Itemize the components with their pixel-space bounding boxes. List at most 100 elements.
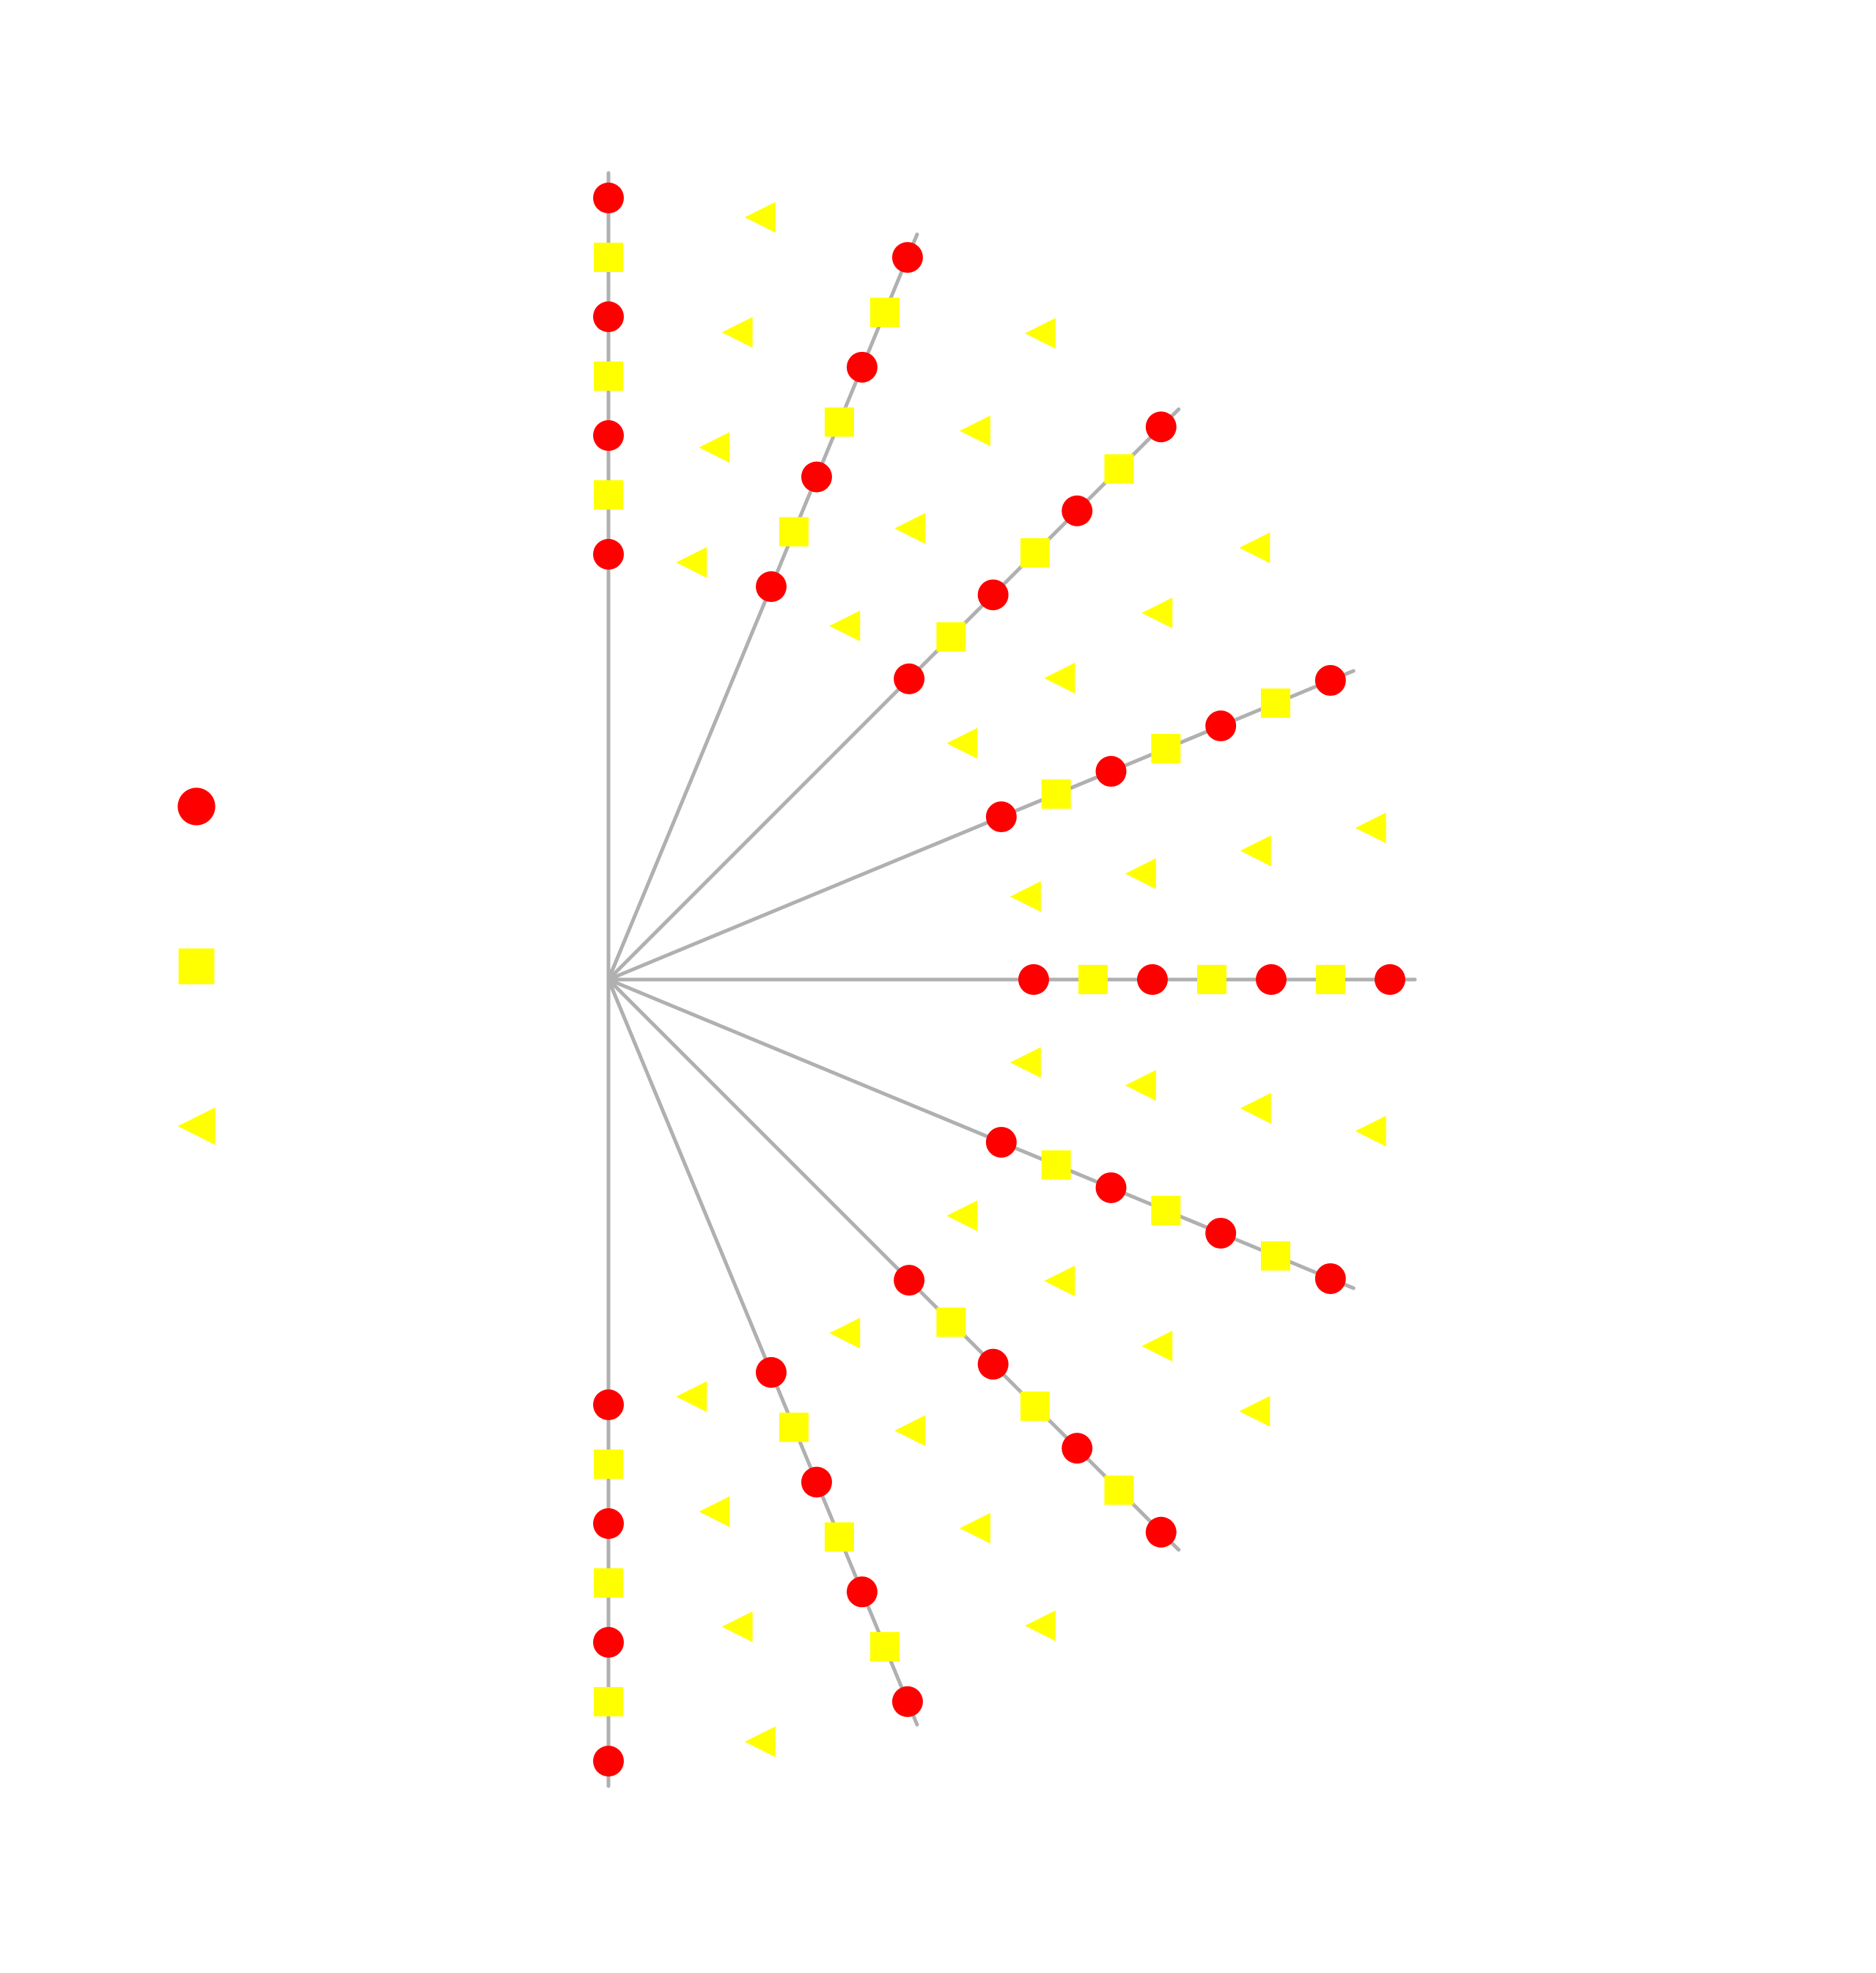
square-marker-ray-6-5 [1104, 1475, 1134, 1505]
circle-marker-ray-4-6 [1375, 964, 1405, 995]
square-marker-ray-0-1 [594, 480, 623, 510]
triangle-marker-gap-0-0 [676, 547, 707, 578]
triangle-marker-gap-6-3 [1024, 1610, 1056, 1642]
circle-marker-ray-2-4 [1062, 495, 1093, 526]
circle-marker-ray-2-2 [977, 579, 1009, 611]
square-marker-ray-1-5 [869, 297, 900, 327]
circle-marker-ray-7-4 [846, 1576, 878, 1608]
square-marker-ray-6-1 [936, 1307, 966, 1337]
circle-marker-ray-7-0 [755, 1356, 787, 1388]
triangle-marker-gap-1-0 [829, 610, 861, 642]
circle-marker-ray-3-6 [1314, 665, 1346, 697]
circle-marker-ray-0-2 [593, 420, 624, 451]
circle-marker-ray-8-4 [593, 1627, 624, 1658]
square-marker-ray-0-5 [594, 243, 623, 272]
circle-marker-ray-6-6 [1145, 1516, 1177, 1548]
circle-marker-ray-6-4 [1062, 1433, 1093, 1464]
square-marker-ray-2-3 [1020, 538, 1050, 568]
square-marker-ray-1-3 [824, 407, 854, 437]
triangle-marker-gap-7-3 [744, 1726, 776, 1757]
circle-marker-ray-4-2 [1137, 964, 1168, 995]
ray-group [606, 171, 1417, 1788]
triangle-marker-gap-4-3 [1355, 1115, 1386, 1147]
legend-circle-marker [177, 787, 216, 826]
triangle-marker-gap-5-1 [1044, 1265, 1075, 1297]
triangle-marker-gap-1-2 [960, 415, 991, 447]
square-marker-ray-8-1 [594, 1450, 623, 1479]
ray-5 [606, 977, 1355, 1290]
triangle-marker-gap-5-2 [1141, 1331, 1173, 1362]
square-marker-ray-7-1 [779, 1412, 809, 1442]
square-marker-ray-8-5 [594, 1687, 623, 1716]
circle-marker-ray-8-0 [593, 1389, 624, 1420]
square-marker-ray-5-5 [1261, 1241, 1291, 1271]
square-marker-ray-4-3 [1197, 965, 1226, 994]
triangle-marker-gap-7-2 [721, 1611, 753, 1642]
square-marker-ray-7-5 [869, 1632, 900, 1662]
triangle-marker-gap-3-1 [1125, 858, 1156, 889]
circle-marker-ray-6-2 [977, 1348, 1009, 1380]
ray-7 [606, 977, 919, 1727]
triangle-marker-gap-1-1 [894, 512, 926, 544]
circle-marker-ray-8-2 [593, 1508, 624, 1539]
triangle-marker-gap-7-1 [699, 1496, 730, 1527]
triangle-marker-gap-5-3 [1239, 1395, 1270, 1427]
triangle-marker-gap-6-0 [829, 1318, 861, 1349]
triangle-marker-gap-2-0 [946, 727, 978, 759]
triangle-marker-gap-4-1 [1125, 1070, 1156, 1101]
circle-marker-ray-7-2 [801, 1466, 832, 1498]
triangle-marker-gap-3-3 [1355, 812, 1386, 844]
circle-marker-ray-4-0 [1018, 964, 1049, 995]
circle-marker-ray-1-6 [891, 242, 923, 273]
circle-marker-ray-1-0 [755, 571, 787, 603]
square-marker-ray-3-1 [1041, 779, 1071, 809]
square-marker-ray-7-3 [824, 1522, 854, 1552]
square-marker-ray-5-3 [1151, 1195, 1181, 1225]
square-marker-ray-4-5 [1316, 965, 1345, 994]
square-marker-ray-1-1 [779, 517, 809, 547]
triangle-marker-gap-6-2 [960, 1513, 991, 1544]
triangle-marker-gap-7-0 [676, 1381, 707, 1412]
triangle-marker-gap-2-2 [1141, 597, 1173, 628]
legend-triangle-marker [177, 1107, 216, 1145]
triangle-marker-gap-1-3 [1024, 317, 1056, 349]
triangle-marker-gap-3-0 [1009, 881, 1041, 912]
circle-marker-ray-0-4 [593, 301, 624, 332]
circle-marker-ray-5-0 [985, 1126, 1017, 1158]
square-marker-ray-5-1 [1041, 1150, 1071, 1180]
circle-marker-ray-4-4 [1256, 964, 1287, 995]
ray-1 [606, 232, 919, 982]
circle-marker-ray-2-0 [894, 663, 925, 694]
triangle-marker-gap-4-0 [1009, 1047, 1041, 1079]
square-marker-ray-2-5 [1104, 454, 1134, 484]
circle-marker-ray-2-6 [1145, 411, 1177, 443]
triangle-marker-gap-6-1 [894, 1415, 926, 1447]
triangle-marker-gap-3-2 [1240, 835, 1271, 867]
circle-marker-ray-1-2 [801, 461, 832, 493]
triangle-marker-group [676, 202, 1386, 1757]
legend [177, 787, 216, 1145]
circle-marker-ray-5-4 [1205, 1217, 1237, 1249]
circle-marker-ray-3-4 [1205, 710, 1237, 742]
legend-square-marker [178, 948, 215, 985]
square-marker-ray-6-3 [1020, 1391, 1050, 1421]
triangle-marker-gap-0-3 [744, 202, 776, 233]
circle-marker-ray-5-6 [1314, 1263, 1346, 1294]
ray-3 [606, 669, 1355, 982]
triangle-marker-gap-0-1 [699, 432, 730, 463]
triangle-marker-gap-2-1 [1044, 662, 1075, 694]
square-marker-ray-4-1 [1078, 965, 1108, 994]
square-marker-ray-8-3 [594, 1568, 623, 1598]
circle-marker-ray-1-4 [846, 351, 878, 383]
square-marker-ray-3-5 [1261, 688, 1291, 719]
circle-marker-ray-0-6 [593, 183, 624, 213]
triangle-marker-gap-0-2 [721, 317, 753, 348]
ray-marker-group [593, 183, 1405, 1777]
circle-marker-ray-8-6 [593, 1746, 624, 1777]
triangle-marker-gap-5-0 [946, 1200, 978, 1232]
ray-2 [606, 407, 1181, 982]
circle-marker-ray-3-2 [1095, 756, 1127, 787]
circle-marker-ray-5-2 [1095, 1172, 1127, 1203]
